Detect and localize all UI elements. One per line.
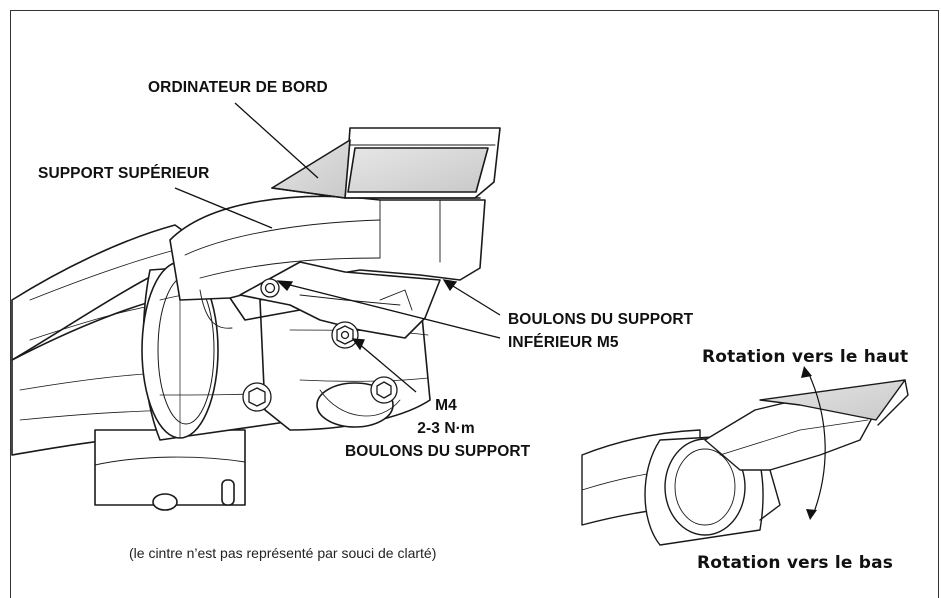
leader-bracket-right xyxy=(447,282,501,316)
inset-computer xyxy=(759,379,909,426)
rotation-arc xyxy=(801,366,826,520)
leader-upper-support xyxy=(174,187,273,229)
bolt-upper xyxy=(260,278,280,298)
bolt-right xyxy=(370,376,398,404)
rotation-arrow-down xyxy=(806,509,817,520)
bolt-center xyxy=(331,321,359,349)
label-lower-bolts-line2: INFÉRIEUR M5 xyxy=(508,334,619,351)
leader-computer xyxy=(234,102,319,179)
arrowhead-right xyxy=(442,279,458,292)
bolt-left xyxy=(242,382,272,412)
label-upper-support: SUPPORT SUPÉRIEUR xyxy=(38,165,210,182)
label-mount-bolts: BOULONS DU SUPPORT xyxy=(345,443,531,460)
steerer-body xyxy=(94,429,246,511)
label-torque-value: 2-3 N·m xyxy=(417,420,475,437)
label-computer: ORDINATEUR DE BORD xyxy=(148,79,328,96)
lower-bracket xyxy=(239,261,441,339)
diagram-frame xyxy=(10,10,939,598)
leader-bolt-upper xyxy=(281,282,501,339)
arrowhead-torque xyxy=(351,338,365,351)
bolts xyxy=(242,278,398,412)
main-assembly xyxy=(11,127,501,511)
caption-note: (le cintre n’est pas représenté par souc… xyxy=(129,545,437,561)
label-rotate-up: Rotation vers le haut xyxy=(702,347,909,367)
label-lower-bolts-line1: BOULONS DU SUPPORT xyxy=(508,311,694,328)
leader-torque xyxy=(357,342,417,393)
rotation-arrow-up xyxy=(801,366,812,378)
leader-lines xyxy=(174,102,501,393)
inset-assembly xyxy=(581,379,909,546)
label-rotate-down: Rotation vers le bas xyxy=(697,553,894,573)
arrowhead-upper xyxy=(276,280,294,292)
bike-computer xyxy=(271,127,501,199)
label-torque-size: M4 xyxy=(435,397,457,414)
